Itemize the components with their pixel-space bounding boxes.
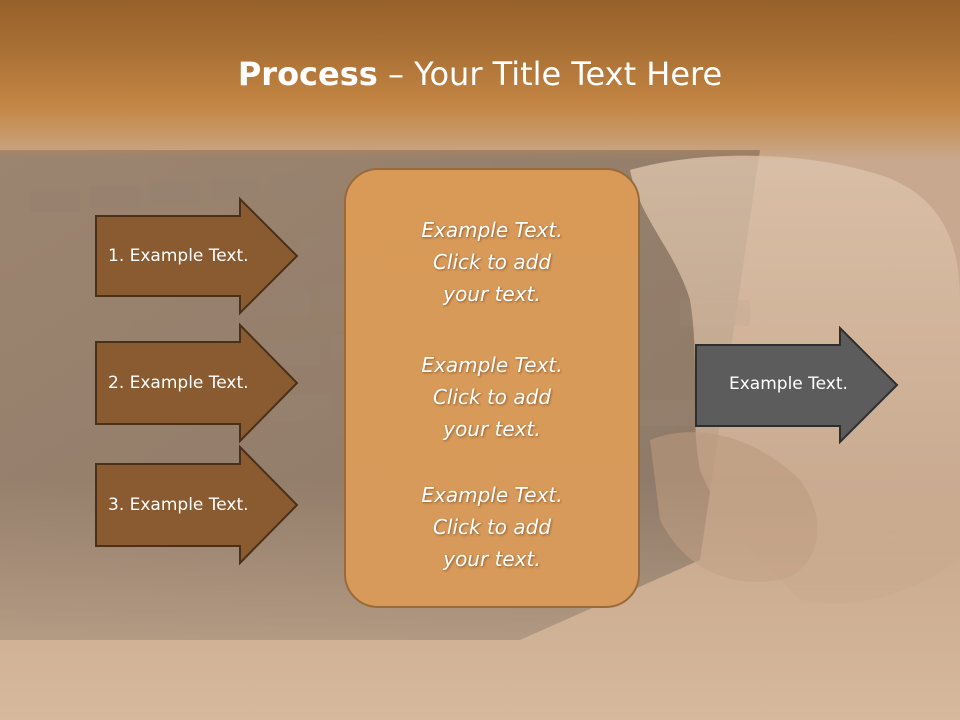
block-2-line-2: Click to add <box>432 385 552 409</box>
left-arrow-2[interactable] <box>95 322 299 444</box>
slide-title[interactable]: Process – Your Title Text Here <box>0 52 960 96</box>
block-2-line-3: your text. <box>443 417 541 441</box>
block-1-line-1: Example Text. <box>421 218 563 242</box>
center-text-block-2[interactable]: Example Text. Click to add your text. <box>344 349 640 445</box>
block-3-line-3: your text. <box>443 547 541 571</box>
title-rest-text: – Your Title Text Here <box>377 55 723 93</box>
block-3-line-2: Click to add <box>432 515 552 539</box>
left-arrow-3-label: 3. Example Text. <box>108 495 249 515</box>
right-arrow-label: Example Text. <box>729 374 848 394</box>
block-1-line-3: your text. <box>443 282 541 306</box>
left-arrow-3[interactable] <box>95 444 299 566</box>
left-arrow-1[interactable] <box>95 196 299 316</box>
center-text-box[interactable]: Example Text. Click to add your text. Ex… <box>344 168 640 608</box>
center-text-block-3[interactable]: Example Text. Click to add your text. <box>344 479 640 575</box>
left-arrow-2-label: 2. Example Text. <box>108 373 249 393</box>
block-3-line-1: Example Text. <box>421 483 563 507</box>
block-2-line-1: Example Text. <box>421 353 563 377</box>
center-text-block-1[interactable]: Example Text. Click to add your text. <box>344 214 640 310</box>
block-1-line-2: Click to add <box>432 250 552 274</box>
left-arrow-1-label: 1. Example Text. <box>108 246 249 266</box>
title-bar <box>0 0 960 160</box>
right-arrow[interactable] <box>695 325 899 445</box>
title-bold-text: Process <box>237 55 378 93</box>
